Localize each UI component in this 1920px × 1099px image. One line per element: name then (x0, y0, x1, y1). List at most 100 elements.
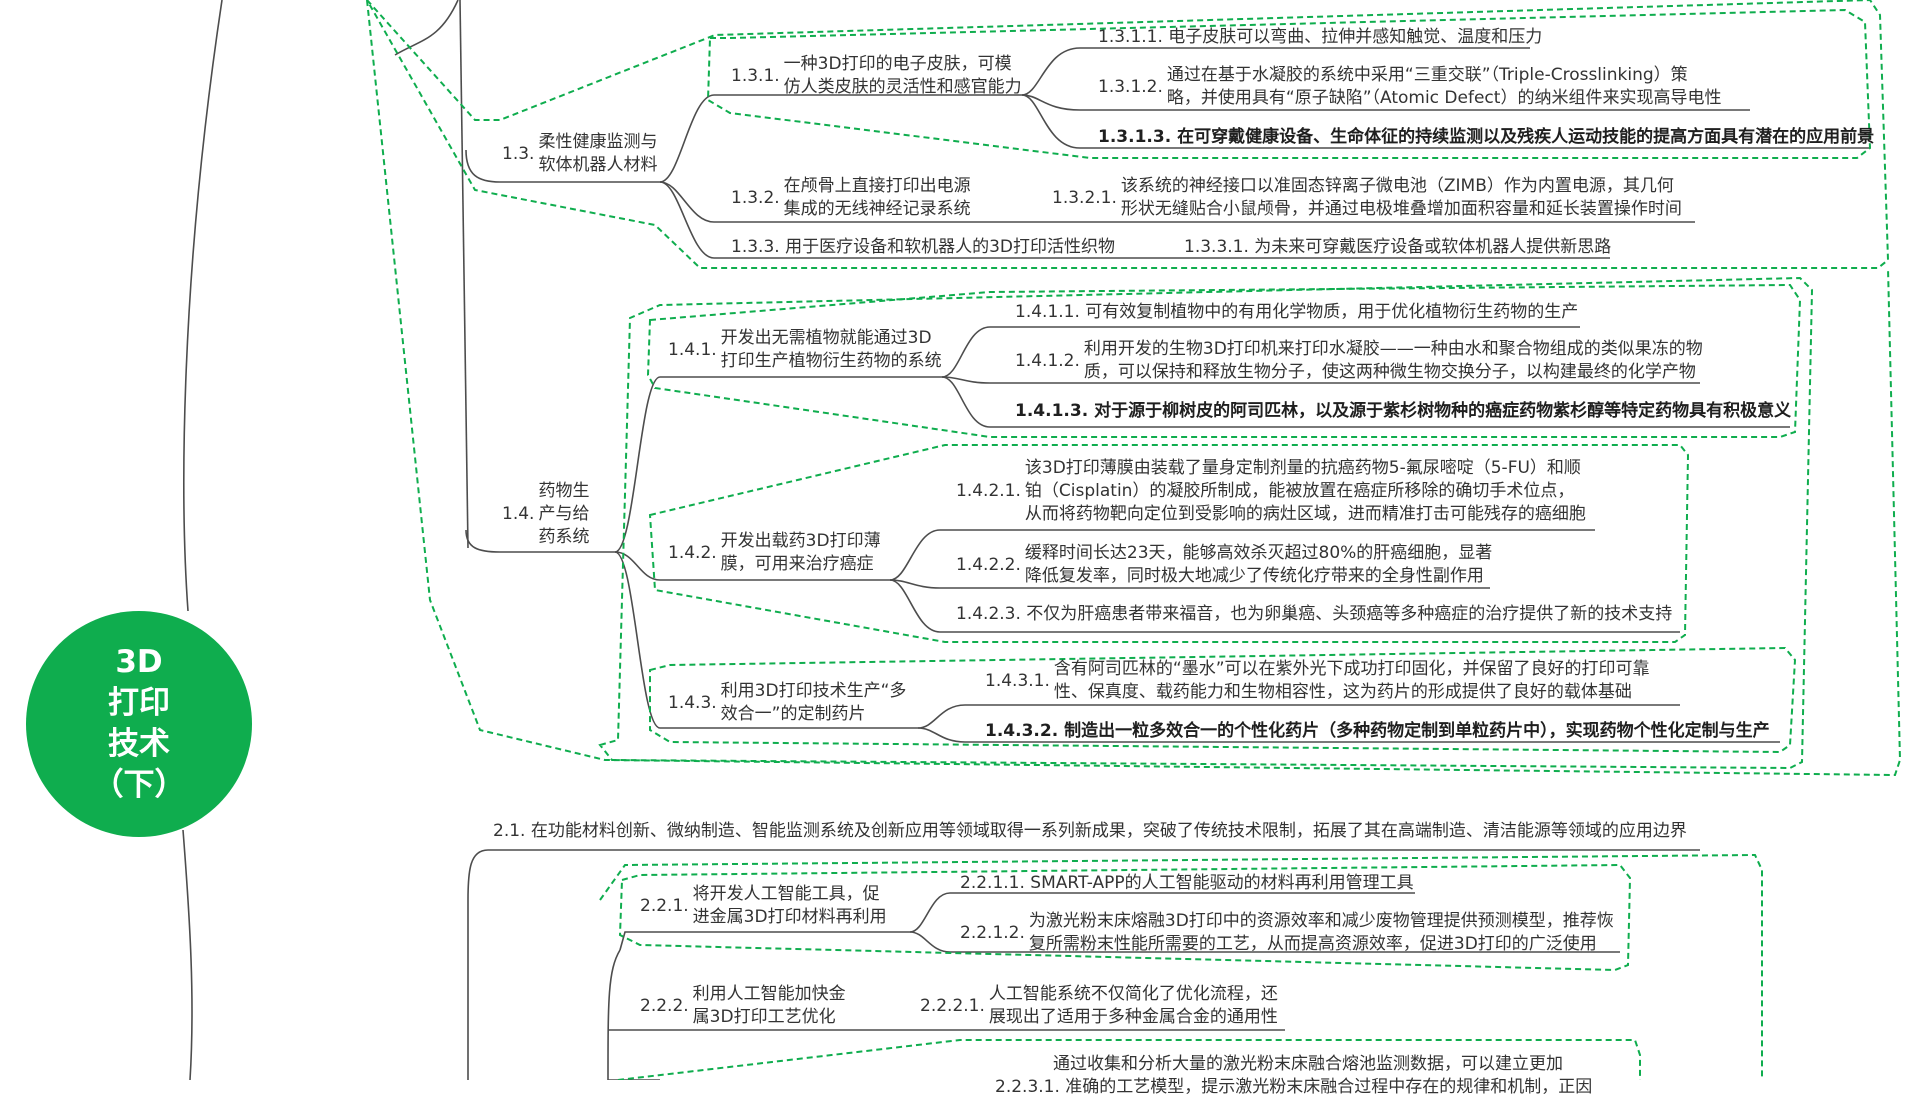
central-topic-line2: 打印 (108, 685, 170, 721)
node-number: 1.4.1.2. (1015, 350, 1080, 371)
node-number: 1.4.2.1. (956, 481, 1021, 501)
node-text-line: 人工智能系统不仅简化了优化流程，还 (988, 984, 1278, 1004)
group-box-1.3.1 (706, 8, 1872, 159)
node-1.4.3.1[interactable]: 1.4.3.1.含有阿司匹林的“墨水”可以在紫外光下成功打印固化，并保留了良好的… (985, 658, 1650, 704)
node-text-line: 进金属3D打印材料再利用 (692, 907, 887, 927)
node-text-line: 降低复发率，同时极大地减少了传统化疗带来的全身性副作用 (1024, 566, 1484, 586)
node-number: 2.2.1.2. (960, 922, 1025, 943)
node-number: 1.4. (502, 504, 535, 524)
node-text-line: 形状无缝贴合小鼠颅骨，并通过电极堆叠增加面积容量和延长装置操作时间 (1120, 199, 1682, 219)
node-2.2.1[interactable]: 2.2.1.将开发人工智能工具，促进金属3D打印材料再利用 (640, 883, 887, 929)
node-text-line: 该3D打印薄膜由装载了量身定制剂量的抗癌药物5-氟尿嘧啶（5-FU）和顺 (1024, 458, 1581, 478)
node-1.3.3[interactable]: 1.3.3. 用于医疗设备和软机器人的3D打印活性织物 (731, 236, 1115, 259)
group-box-1.4-inner (598, 276, 1814, 770)
node-number: 2.2.1.1. (960, 873, 1031, 893)
node-text-line: 属3D打印工艺优化 (692, 1007, 836, 1027)
connector-1.3.1.3 (1021, 94, 1870, 149)
node-text-line: 柔性健康监测与 (538, 132, 658, 152)
node-number: 1.3.1.3. (1098, 127, 1178, 147)
node-text-line: 将开发人工智能工具，促 (692, 884, 880, 904)
node-1.4.1.3[interactable]: 1.4.1.3. 对于源于柳树皮的阿司匹林，以及源于紫杉树物种的癌症药物紫杉醇等… (1015, 400, 1791, 423)
node-text: 在可穿戴健康设备、生命体征的持续监测以及残疾人运动技能的提高方面具有潜在的应用前… (1177, 127, 1875, 147)
node-number: 1.4.3.1. (985, 670, 1050, 691)
connector-1.4.3.1 (917, 704, 1680, 729)
connector-1.4.1 (614, 376, 942, 553)
node-1.3.3.1[interactable]: 1.3.3.1. 为未来可穿戴医疗设备或软体机器人提供新思路 (1184, 236, 1611, 259)
node-2.2.2[interactable]: 2.2.2.利用人工智能加快金属3D打印工艺优化 (640, 983, 846, 1029)
connector-1.4 (465, 529, 615, 553)
node-1.3.2.1[interactable]: 1.3.2.1.该系统的神经接口以准固态锌离子微电池（ZIMB）作为内置电源，其… (1052, 175, 1682, 221)
node-1.3.2[interactable]: 1.3.2.在颅骨上直接打印出电源集成的无线神经记录系统 (731, 175, 971, 221)
node-number: 2.2.2.1. (920, 995, 985, 1016)
group-box-1.4-outer (366, 0, 1902, 777)
node-1.4.2.3[interactable]: 1.4.2.3. 不仅为肝癌患者带来福音，也为卵巢癌、头颈癌等多种癌症的治疗提供… (956, 603, 1672, 626)
node-text-line: 从而将药物靶向定位到受影响的病灶区域，进而精准打击可能残存的癌细胞 (1024, 504, 1586, 524)
node-text-line: 利用3D打印技术生产“多 (720, 681, 907, 701)
node-1.3.1.3[interactable]: 1.3.1.3. 在可穿戴健康设备、生命体征的持续监测以及残疾人运动技能的提高方… (1098, 126, 1874, 149)
node-text-line: 质，可以保持和释放生物分子，使这两种微生物交换分子，以构建最终的化学产物 (1083, 362, 1696, 382)
node-1.4.1.1[interactable]: 1.4.1.1. 可有效复制植物中的有用化学物质，用于优化植物衍生药物的生产 (1015, 301, 1578, 324)
central-topic-bubble[interactable]: 3D 打印 技术 （下） (26, 611, 252, 837)
connector-1.4.1.3 (941, 376, 1790, 428)
group-box-2.2-outer (599, 853, 1763, 1080)
node-1.4[interactable]: 1.4.药物生产与给药系统 (502, 480, 589, 549)
node-2.2.1.1[interactable]: 2.2.1.1. SMART-APP的人工智能驱动的材料再利用管理工具 (960, 872, 1414, 895)
node-text-line: 集成的无线神经记录系统 (783, 199, 971, 219)
node-text-line: 复所需粉末性能所需要的工艺，从而提高资源效率，促进3D打印的广泛使用 (1028, 934, 1597, 954)
branch-2.2-spine (607, 949, 621, 1080)
node-1.4.2.2[interactable]: 1.4.2.2.缓释时间长达23天，能够高效杀灭超过80%的肝癌细胞，显著降低复… (956, 542, 1492, 588)
node-1.4.3[interactable]: 1.4.3.利用3D打印技术生产“多效合一”的定制药片 (668, 680, 906, 726)
node-1.3.1[interactable]: 1.3.1.一种3D打印的电子皮肤，可模仿人类皮肤的灵活性和感官能力 (731, 53, 1022, 99)
node-2.1[interactable]: 2.1. 在功能材料创新、微纳制造、智能监测系统及创新应用等领域取得一系列新成果… (493, 820, 1687, 843)
connector-1.4.1.2 (941, 376, 1700, 384)
branch-1-top (394, 0, 459, 56)
node-text: 对于源于柳树皮的阿司匹林，以及源于紫杉树物种的癌症药物紫杉醇等特定药物具有积极意… (1094, 401, 1792, 421)
node-text: 用于医疗设备和软机器人的3D打印活性织物 (785, 237, 1115, 257)
node-1.4.2[interactable]: 1.4.2.开发出载药3D打印薄膜，可用来治疗癌症 (668, 530, 881, 576)
group-box-2.2.3 (617, 1039, 1641, 1080)
node-1.3.1.1[interactable]: 1.3.1.1. 电子皮肤可以弯曲、拉伸并感知触觉、温度和压力 (1098, 26, 1542, 49)
node-1.3[interactable]: 1.3.柔性健康监测与软体机器人材料 (502, 131, 657, 177)
connector-1.4.1.1 (941, 326, 1580, 378)
node-text-line: 软体机器人材料 (538, 155, 658, 175)
main-trunk-line-lower (182, 829, 193, 1080)
node-text-line: 展现出了适用于多种金属合金的通用性 (988, 1007, 1278, 1027)
node-1.4.3.2[interactable]: 1.4.3.2. 制造出一粒多效合一的个性化药片（多种药物定制到单粒药片中），实… (985, 720, 1770, 743)
node-1.4.2.1[interactable]: 1.4.2.1.该3D打印薄膜由装载了量身定制剂量的抗癌药物5-氟尿嘧啶（5-F… (956, 457, 1586, 526)
node-text: 在功能材料创新、微纳制造、智能监测系统及创新应用等领域取得一系列新成果，突破了传… (530, 821, 1687, 841)
node-text-line: 药物生 (538, 481, 590, 501)
node-text: 不仅为肝癌患者带来福音，也为卵巢癌、头颈癌等多种癌症的治疗提供了新的技术支持 (1026, 604, 1673, 624)
connector-1.4.3 (614, 551, 918, 729)
node-text-line: 一种3D打印的电子皮肤，可模 (783, 54, 1012, 74)
connector-2.2.1 (619, 931, 910, 951)
connector-1.3.1 (659, 94, 1022, 183)
node-2.2.2.1[interactable]: 2.2.2.1.人工智能系统不仅简化了优化流程，还展现出了适用于多种金属合金的通… (920, 983, 1278, 1029)
node-text-line: 略，并使用具有“原子缺陷”（Atomic Defect）的纳米组件来实现高导电性 (1166, 88, 1722, 108)
node-text-line: 产与给 (538, 504, 590, 524)
node-2.2.1.2[interactable]: 2.2.1.2.为激光粉末床熔融3D打印中的资源效率和减少废物管理提供预测模型，… (960, 910, 1614, 956)
node-1.3.1.2[interactable]: 1.3.1.2.通过在基于水凝胶的系统中采用“三重交联”（Triple-Cros… (1098, 64, 1721, 110)
connector-1.4.2 (614, 551, 890, 581)
node-number: 1.4.2.3. (956, 604, 1027, 624)
group-box-1.4.2 (648, 444, 1690, 643)
node-text-line: 2.2.3.1. 准确的工艺模型，提示激光粉末床融合过程中存在的规律和机制，正因 (995, 1077, 1593, 1097)
node-text-line: 利用人工智能加快金 (692, 984, 846, 1004)
branch-1-spine (459, 0, 469, 549)
connector-1.4.2.1 (889, 529, 1595, 581)
node-text-line: 铂（Cisplatin）的凝胶所制成，能被放置在癌症所移除的确切手术位点， (1024, 481, 1575, 501)
node-1.4.1.2[interactable]: 1.4.1.2.利用开发的生物3D打印机来打印水凝胶——一种由水和聚合物组成的类… (1015, 338, 1703, 384)
node-text-line: 缓释时间长达23天，能够高效杀灭超过80%的肝癌细胞，显著 (1024, 543, 1493, 563)
node-text-line: 开发出载药3D打印薄 (720, 531, 881, 551)
group-box-1.4.1 (646, 283, 1802, 438)
node-number: 1.3.1. (731, 65, 780, 86)
connector-1.3.3 (659, 181, 1120, 259)
node-text-line: 药系统 (538, 527, 590, 547)
node-number: 1.4.2. (668, 542, 717, 563)
connector-1.4.2.3 (889, 579, 1680, 633)
node-text: 制造出一粒多效合一的个性化药片（多种药物定制到单粒药片中），实现药物个性化定制与… (1064, 721, 1770, 741)
node-text-line: 仿人类皮肤的灵活性和感官能力 (783, 77, 1022, 97)
connector-1.3.1.1 (1021, 47, 1530, 96)
